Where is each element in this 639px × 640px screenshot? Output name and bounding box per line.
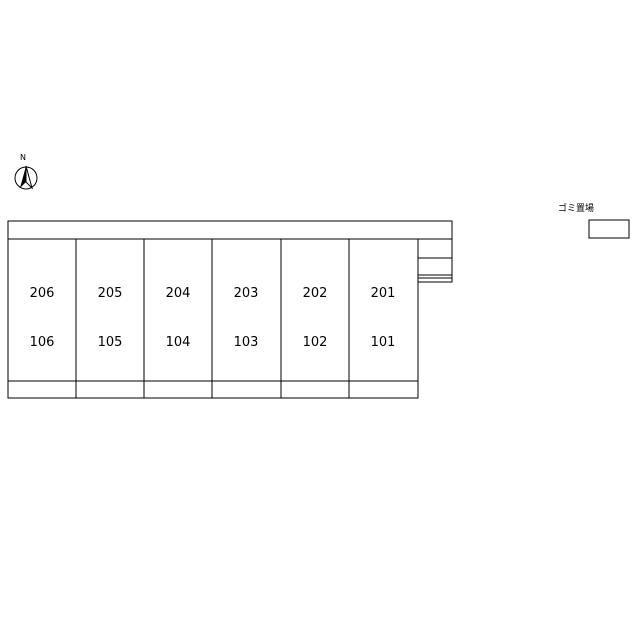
unit-labels: 206 106 205 105 204 104 203 103 202 102 …: [30, 286, 396, 350]
unit-upper-label: 201: [371, 286, 396, 301]
stair-block: [417, 238, 453, 283]
north-label: N: [20, 153, 26, 162]
garbage-area-label: ゴミ置場: [558, 202, 594, 214]
unit-lower-label: 101: [371, 335, 396, 350]
unit-upper-label: 203: [234, 286, 259, 301]
unit-lower-label: 105: [98, 335, 123, 350]
garbage-area: ゴミ置場: [558, 202, 630, 239]
north-arrow-left-half: [20, 166, 26, 188]
unit-lower-label: 103: [234, 335, 259, 350]
unit-lower-label: 106: [30, 335, 55, 350]
unit-upper-label: 205: [98, 286, 123, 301]
bottom-balcony: [7, 380, 419, 399]
unit-lower-label: 104: [166, 335, 191, 350]
unit-upper-label: 204: [166, 286, 191, 301]
north-arrow-right-half: [25, 165, 33, 190]
north-arrow: N: [14, 153, 38, 190]
building-body: [7, 238, 419, 382]
top-corridor: [7, 220, 453, 240]
garbage-area-box: [588, 219, 630, 239]
unit-lower-label: 102: [303, 335, 328, 350]
unit-upper-label: 206: [30, 286, 55, 301]
unit-upper-label: 202: [303, 286, 328, 301]
building: [7, 220, 453, 399]
